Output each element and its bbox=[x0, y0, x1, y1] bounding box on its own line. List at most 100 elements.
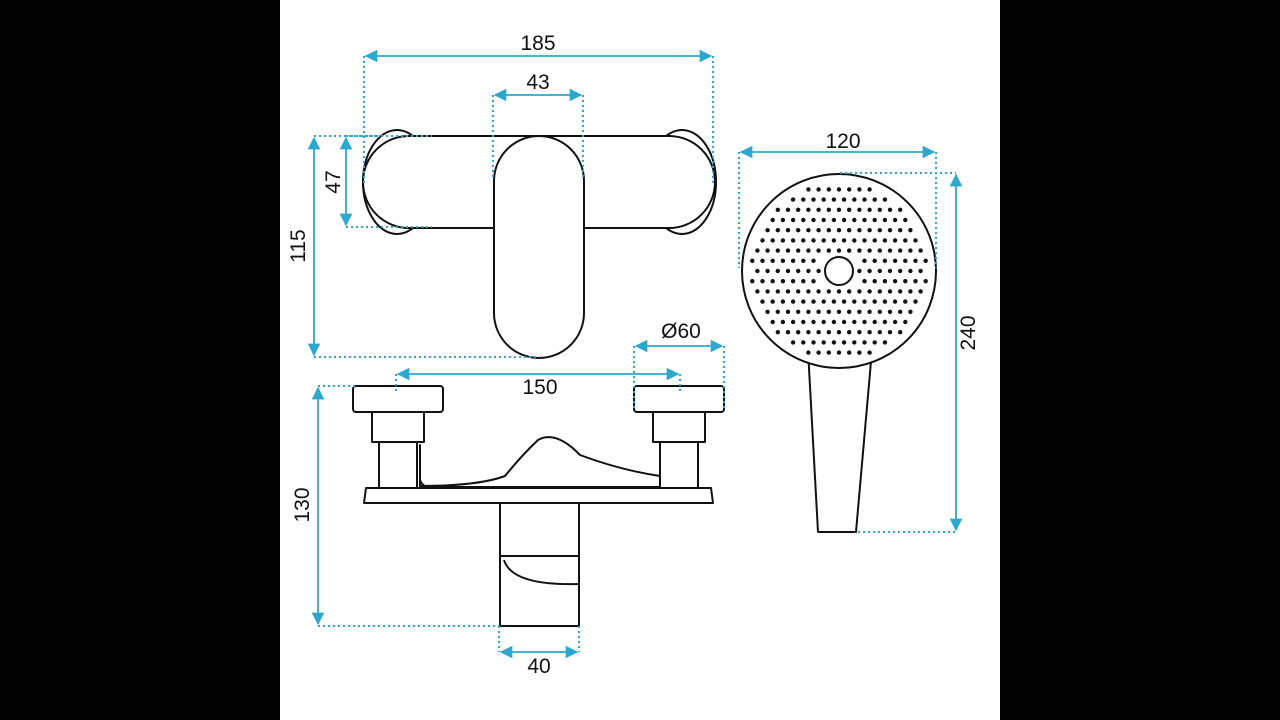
nozzle-dot bbox=[801, 197, 806, 202]
nozzle-dot bbox=[862, 279, 867, 284]
nozzle-dot bbox=[918, 248, 923, 253]
nozzle-dot bbox=[913, 279, 918, 284]
nozzle-dot bbox=[867, 187, 872, 192]
label-head-diameter: 120 bbox=[825, 130, 860, 153]
nozzle-dot bbox=[872, 238, 877, 243]
nozzle-dot bbox=[923, 279, 928, 284]
nozzle-dot bbox=[780, 279, 786, 284]
nozzle-dot bbox=[903, 319, 908, 325]
nozzle-dot bbox=[831, 238, 837, 243]
nozzle-dot bbox=[898, 248, 903, 253]
right-stem bbox=[659, 441, 699, 489]
nozzle-dot bbox=[857, 268, 862, 274]
nozzle-dot bbox=[852, 238, 857, 243]
nozzle-dot bbox=[831, 340, 837, 345]
nozzle-dot bbox=[750, 279, 755, 284]
nozzle-dot bbox=[882, 217, 888, 223]
nozzle-dot bbox=[801, 258, 806, 263]
nozzle-dot bbox=[780, 299, 786, 304]
nozzle-dot bbox=[785, 268, 791, 274]
nozzle-dot bbox=[785, 248, 791, 253]
nozzle-dot bbox=[821, 197, 826, 202]
nozzle-dot bbox=[877, 330, 882, 335]
nozzle-dot bbox=[882, 258, 888, 263]
nozzle-dot bbox=[877, 268, 882, 274]
nozzle-dot bbox=[821, 299, 826, 304]
nozzle-dot bbox=[903, 299, 908, 304]
nozzle-dot bbox=[898, 268, 903, 274]
nozzle-dot bbox=[831, 319, 837, 325]
nozzle-dot bbox=[852, 217, 857, 223]
nozzle-dot bbox=[847, 207, 852, 212]
nozzle-dot bbox=[898, 330, 903, 335]
nozzle-dot bbox=[862, 340, 867, 345]
label-shower-length: 240 bbox=[957, 315, 980, 350]
nozzle-dot bbox=[857, 248, 862, 253]
nozzle-dot bbox=[852, 197, 857, 202]
nozzle-dot bbox=[923, 258, 928, 263]
nozzle-dot bbox=[816, 330, 821, 335]
nozzle-dot bbox=[816, 207, 821, 212]
nozzle-dot bbox=[847, 187, 852, 192]
nozzle-dot bbox=[836, 228, 842, 233]
left-cap bbox=[352, 385, 444, 413]
spout-curve bbox=[500, 555, 580, 586]
nozzle-dot bbox=[826, 309, 831, 314]
nozzle-dot bbox=[877, 309, 882, 314]
nozzle-dot bbox=[826, 228, 831, 233]
nozzle-dot bbox=[867, 289, 872, 294]
nozzle-dot bbox=[918, 268, 923, 274]
nozzle-dot bbox=[750, 258, 755, 263]
nozzle-dot bbox=[790, 340, 796, 345]
nozzle-dot bbox=[806, 330, 811, 335]
nozzle-dot bbox=[892, 299, 898, 304]
nozzle-dot bbox=[775, 207, 780, 212]
nozzle-dot bbox=[841, 299, 847, 304]
nozzle-dot bbox=[918, 289, 923, 294]
nozzle-dot bbox=[903, 258, 908, 263]
nozzle-dot bbox=[811, 299, 816, 304]
nozzle-dot bbox=[887, 289, 893, 294]
nozzle-dot bbox=[780, 258, 786, 263]
nozzle-dot bbox=[806, 309, 811, 314]
nozzle-dot bbox=[801, 217, 806, 223]
nozzle-dot bbox=[867, 330, 872, 335]
nozzle-dot bbox=[882, 279, 888, 284]
nozzle-dot bbox=[887, 268, 893, 274]
nozzle-dot bbox=[811, 258, 816, 263]
nozzle-dot bbox=[862, 197, 867, 202]
nozzle-dot bbox=[831, 197, 837, 202]
nozzle-dot bbox=[908, 248, 913, 253]
nozzle-dot bbox=[826, 330, 831, 335]
nozzle-dot bbox=[801, 319, 806, 325]
nozzle-dot bbox=[770, 217, 775, 223]
nozzle-dot bbox=[780, 319, 786, 325]
nozzle-dot bbox=[872, 319, 877, 325]
nozzle-dot bbox=[801, 279, 806, 284]
nozzle-dot bbox=[847, 330, 852, 335]
nozzle-dot bbox=[877, 289, 882, 294]
nozzle-dot bbox=[908, 289, 913, 294]
nozzle-dot bbox=[892, 319, 898, 325]
nozzle-dot bbox=[755, 248, 760, 253]
nozzle-dot bbox=[867, 228, 872, 233]
label-center-spacing: 150 bbox=[522, 376, 557, 399]
nozzle-dot bbox=[841, 238, 847, 243]
nozzle-dot bbox=[801, 340, 806, 345]
nozzle-dot bbox=[780, 238, 786, 243]
nozzle-dot bbox=[872, 340, 877, 345]
nozzle-dot bbox=[821, 238, 826, 243]
nozzle-dot bbox=[760, 299, 765, 304]
nozzle-dot bbox=[765, 309, 770, 314]
nozzle-dot bbox=[785, 207, 791, 212]
nozzle-dot bbox=[816, 228, 821, 233]
nozzle-dot bbox=[785, 309, 791, 314]
nozzle-dot bbox=[806, 187, 811, 192]
nozzle-dot bbox=[857, 187, 862, 192]
nozzle-dot bbox=[847, 228, 852, 233]
mixer-top-view bbox=[362, 129, 717, 359]
right-neck bbox=[652, 411, 706, 443]
nozzle-dot bbox=[770, 319, 775, 325]
label-overall-width: 185 bbox=[520, 32, 555, 55]
